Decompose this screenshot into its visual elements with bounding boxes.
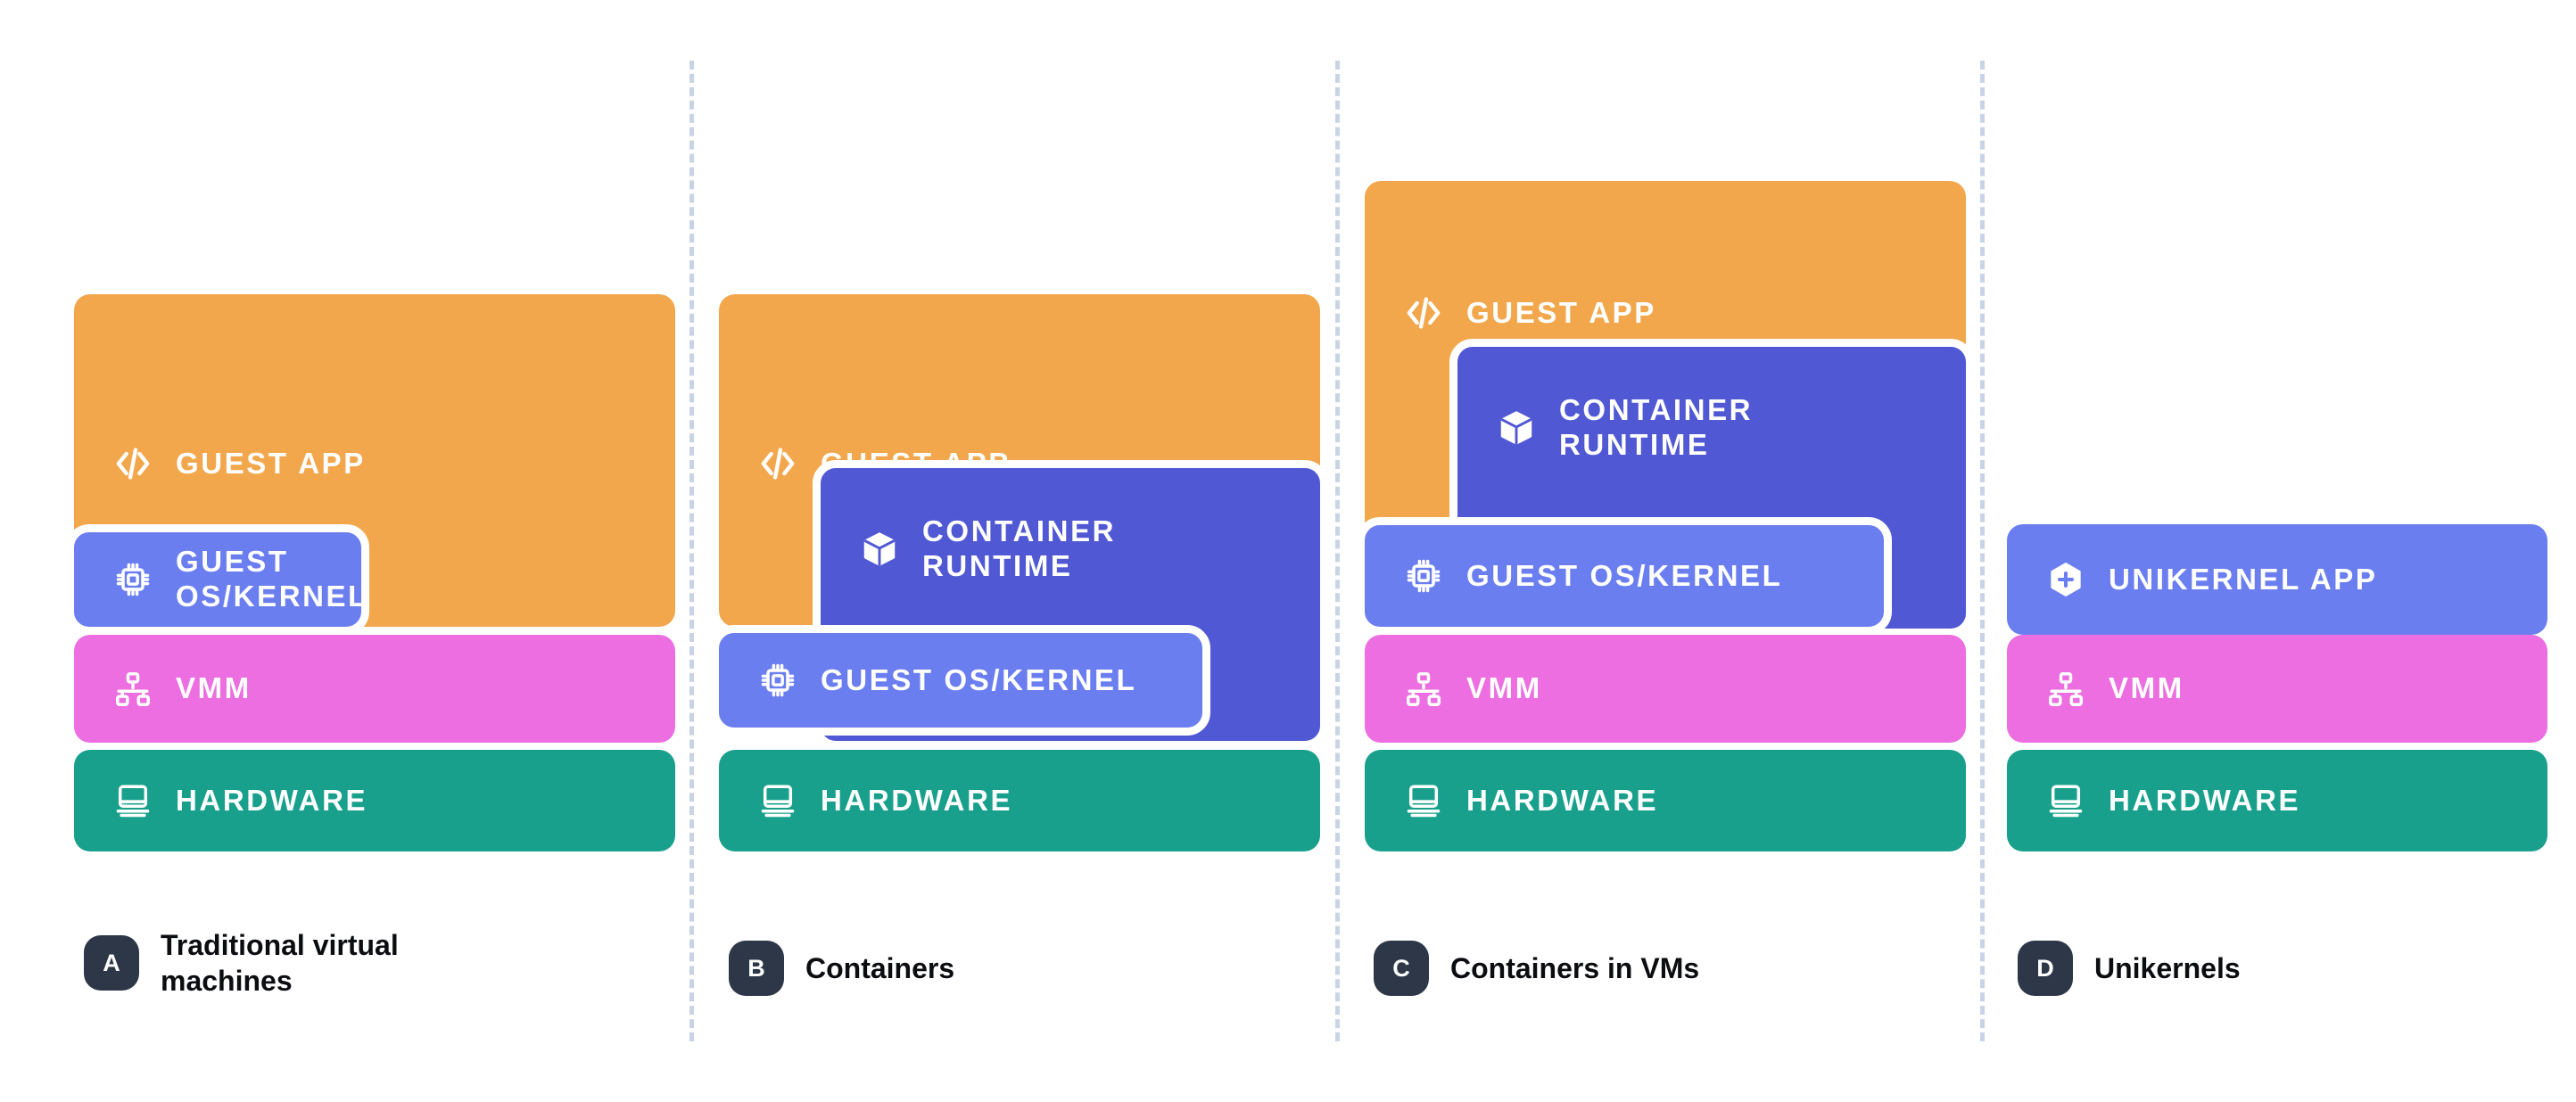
panel-caption-text: Containers	[805, 952, 955, 984]
panel-d-caption: D Unikernels	[2018, 941, 2241, 996]
monitor-icon	[758, 781, 797, 820]
panel-d-layer-unikernel-app[interactable]: UNIKERNEL APP	[2007, 524, 2547, 635]
layer-label: HARDWARE	[1466, 783, 1659, 817]
hierarchy-network-icon	[1404, 670, 1443, 709]
panel-letter-badge: D	[2018, 941, 2073, 996]
cube-box-icon	[860, 530, 899, 569]
code-brackets-icon	[1404, 293, 1443, 333]
layer-label: CONTAINER RUNTIME	[922, 514, 1117, 582]
panel-letter-badge: C	[1374, 941, 1429, 996]
panel-b-caption: B Containers	[729, 941, 954, 996]
panel-c-caption: C Containers in VMs	[1374, 941, 1699, 996]
layer-label: HARDWARE	[821, 783, 1013, 817]
panel-caption-text: Unikernels	[2094, 952, 2241, 984]
column-divider-bc	[1335, 61, 1340, 1041]
cpu-chip-icon	[113, 560, 153, 599]
cpu-chip-icon	[1404, 556, 1443, 596]
panel-b-layer-guest-os-kernel[interactable]: GUEST OS/KERNEL	[711, 625, 1210, 736]
panel-a-layer-guest-os-kernel[interactable]: GUEST OS/KERNEL	[66, 524, 369, 635]
panel-d-layer-vmm[interactable]: VMM	[2007, 635, 2547, 743]
panel-a-caption: A Traditional virtual machines	[84, 927, 399, 999]
layer-label: VMM	[2109, 671, 2184, 705]
panel-caption-text: Traditional virtual machines	[161, 929, 399, 997]
cpu-chip-icon	[758, 661, 797, 700]
layer-label: VMM	[176, 671, 252, 705]
layer-label: UNIKERNEL APP	[2109, 562, 2378, 596]
code-brackets-icon	[113, 444, 153, 483]
code-brackets-icon	[758, 444, 797, 483]
panel-c-layer-guest-os-kernel[interactable]: GUEST OS/KERNEL	[1357, 517, 1892, 635]
layer-label: HARDWARE	[176, 783, 368, 817]
panel-letter-badge: B	[729, 941, 784, 996]
panel-c-layer-vmm[interactable]: VMM	[1365, 635, 1966, 743]
column-divider-cd	[1980, 61, 1985, 1041]
layer-label: VMM	[1466, 671, 1542, 705]
hierarchy-network-icon	[113, 670, 153, 709]
hexagon-plus-icon	[2046, 560, 2085, 599]
panel-letter-badge: A	[84, 935, 139, 991]
cube-box-icon	[1497, 408, 1536, 448]
layer-label: GUEST APP	[176, 446, 366, 480]
panel-caption-text: Containers in VMs	[1450, 952, 1700, 984]
monitor-icon	[1404, 781, 1443, 820]
panel-d-layer-hardware[interactable]: HARDWARE	[2007, 750, 2547, 851]
monitor-icon	[2046, 781, 2085, 820]
layer-label: GUEST OS/KERNEL	[176, 545, 368, 613]
layer-label: CONTAINER RUNTIME	[1559, 393, 1754, 461]
panel-b-layer-hardware[interactable]: HARDWARE	[719, 750, 1320, 851]
column-divider-ab	[689, 61, 694, 1041]
layer-label: HARDWARE	[2109, 783, 2301, 817]
panel-a-layer-vmm[interactable]: VMM	[74, 635, 675, 743]
panel-c-layer-hardware[interactable]: HARDWARE	[1365, 750, 1966, 851]
layer-label: GUEST OS/KERNEL	[1466, 558, 1783, 592]
hierarchy-network-icon	[2046, 670, 2085, 709]
layer-label: GUEST APP	[1466, 295, 1656, 329]
layer-label: GUEST OS/KERNEL	[821, 662, 1137, 696]
monitor-icon	[113, 781, 153, 820]
panel-a-layer-hardware[interactable]: HARDWARE	[74, 750, 675, 851]
